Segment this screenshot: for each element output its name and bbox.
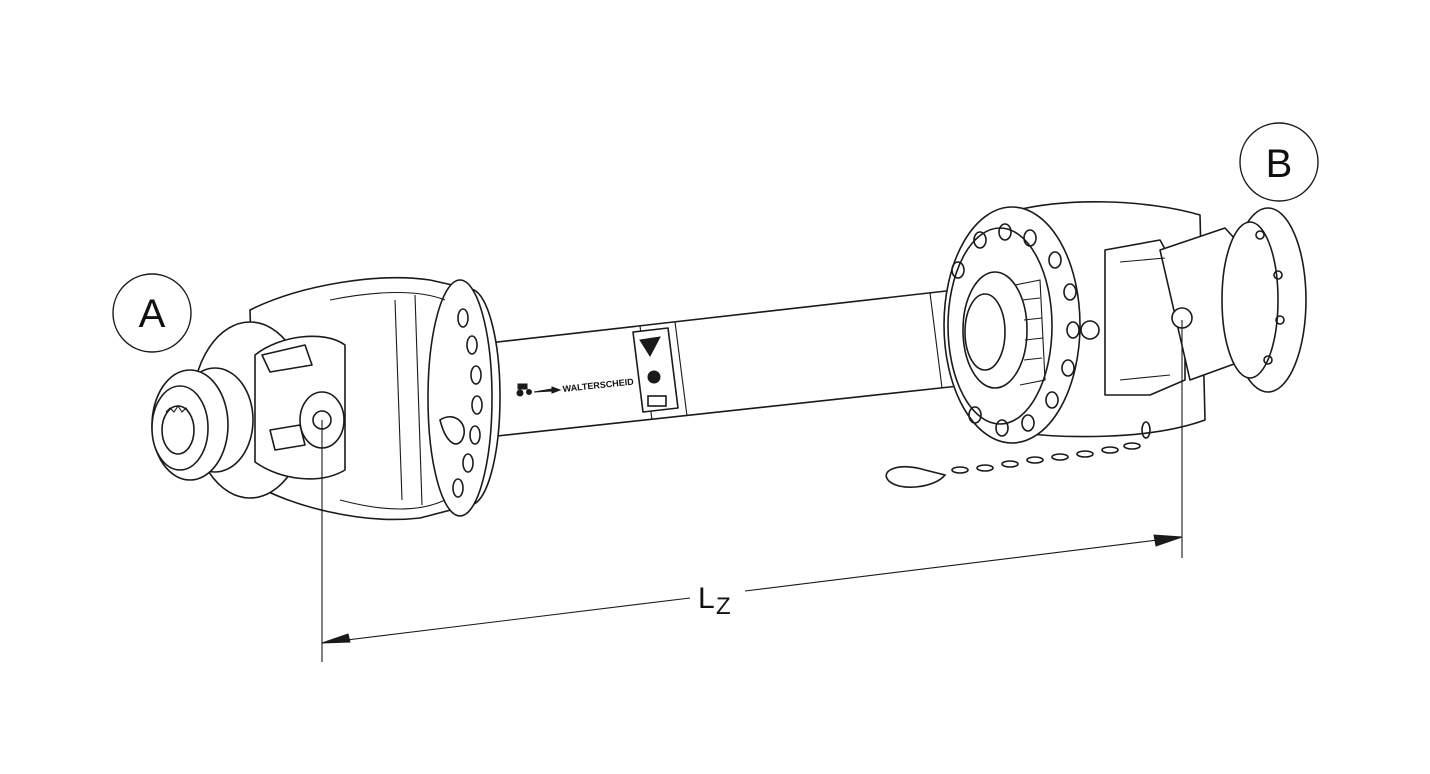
callout-a: A [112, 273, 192, 353]
right-guard-slots [951, 223, 1080, 437]
dimension-line-left [321, 597, 691, 644]
dimension-arrow-left [321, 633, 351, 644]
left-hub [151, 367, 254, 481]
warning-icon [647, 370, 661, 384]
right-yoke [1104, 227, 1246, 396]
safety-chain [885, 421, 1151, 488]
arrow-icon [533, 386, 562, 394]
dimension-label-main: L [698, 582, 715, 615]
callout-b: B [1239, 122, 1319, 202]
callout-b-label: B [1266, 142, 1293, 186]
callout-a-label: A [139, 292, 166, 336]
dimension-label-sub: Z [716, 593, 731, 620]
safety-label-band [632, 327, 679, 413]
left-guard-slots [452, 308, 483, 498]
guard-screw-right [1080, 320, 1100, 340]
dimension-line-right [744, 536, 1183, 592]
dimension-lz: L Z [321, 320, 1183, 662]
right-flange [1221, 207, 1307, 393]
dimension-arrow-right [1153, 534, 1183, 547]
tractor-icon [516, 383, 532, 397]
shaft-tube [479, 289, 969, 438]
